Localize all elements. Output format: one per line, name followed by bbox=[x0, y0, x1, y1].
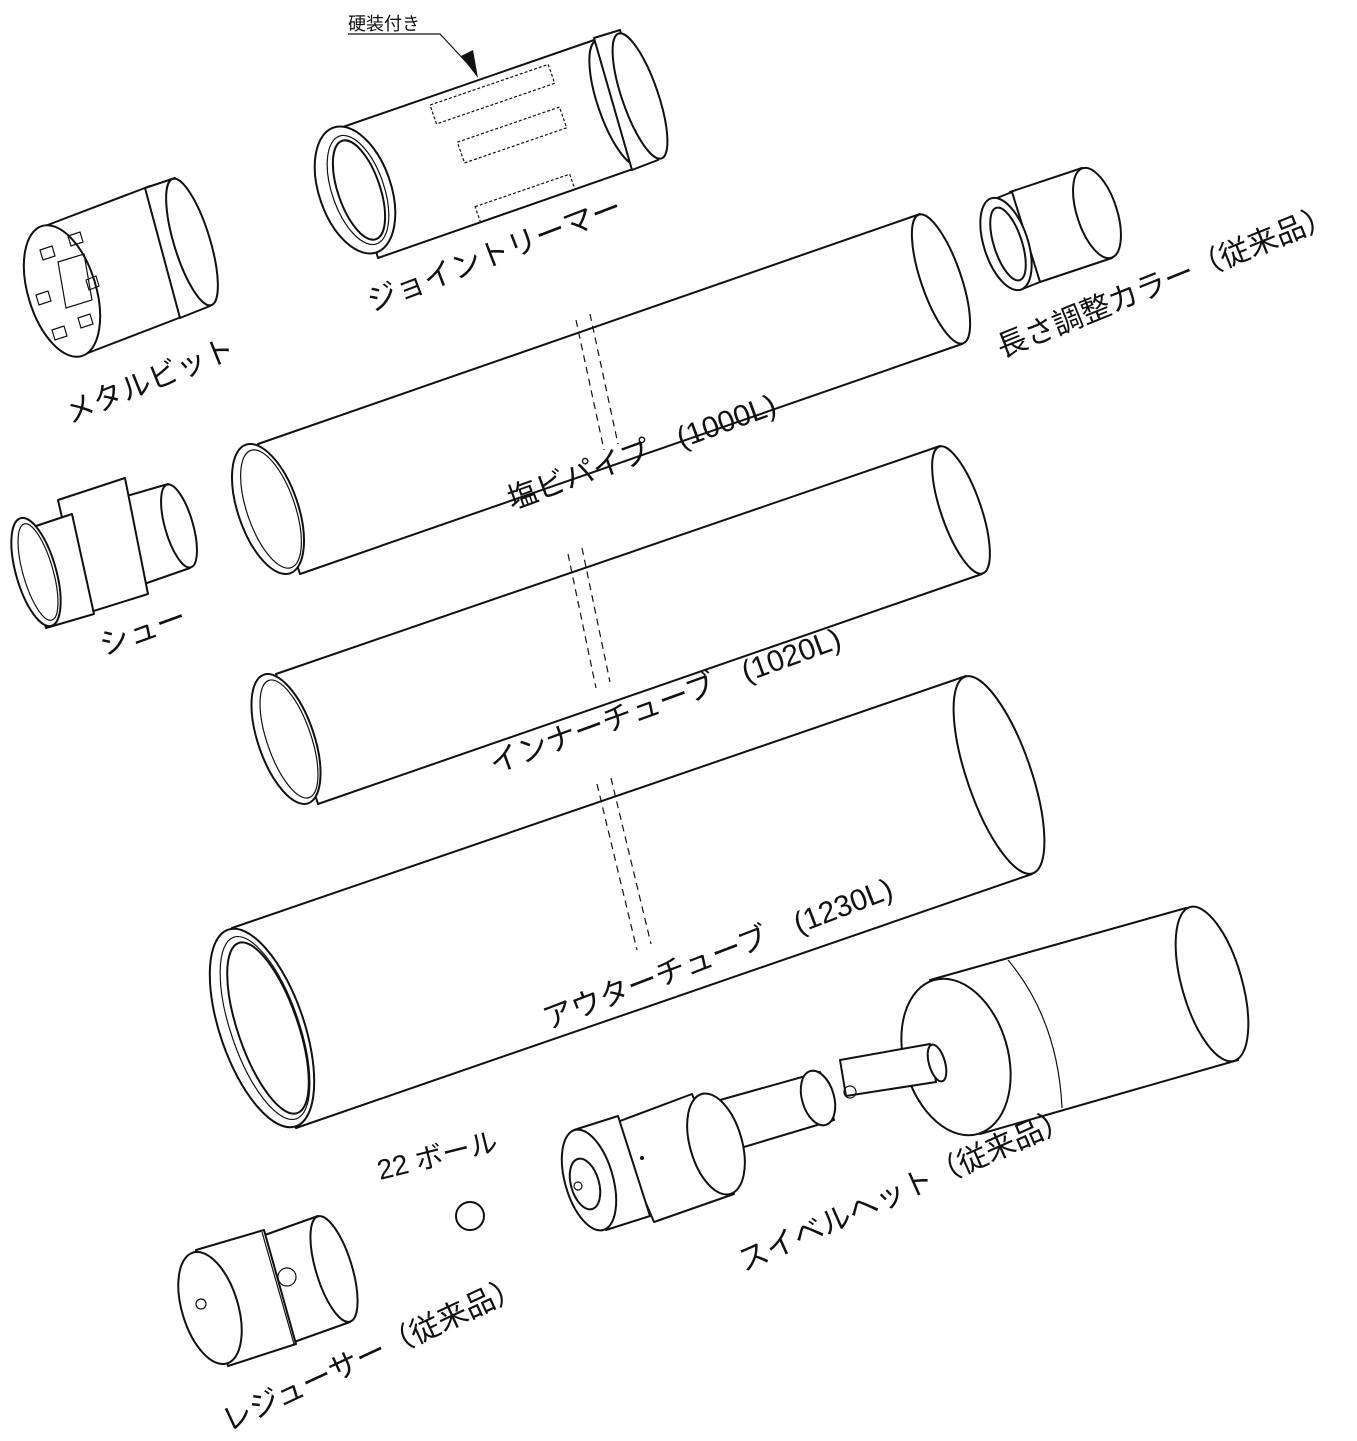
label-ball: 22 ボール bbox=[374, 1126, 501, 1186]
label-hard-facing: 硬装付き bbox=[348, 14, 420, 34]
hard-facing-leader bbox=[348, 33, 478, 78]
reducer bbox=[177, 1215, 359, 1367]
outer-tube bbox=[208, 675, 1046, 1129]
steel-ball bbox=[455, 1201, 485, 1231]
length-adjust-collar bbox=[979, 166, 1122, 292]
pvc-pipe bbox=[231, 213, 972, 576]
inner-tube bbox=[250, 445, 991, 805]
label-shoe: シュー bbox=[95, 601, 191, 663]
metal-bit bbox=[22, 177, 219, 358]
swivel-head bbox=[560, 905, 1250, 1232]
joint-reamer bbox=[313, 29, 669, 259]
shoe bbox=[10, 477, 198, 629]
